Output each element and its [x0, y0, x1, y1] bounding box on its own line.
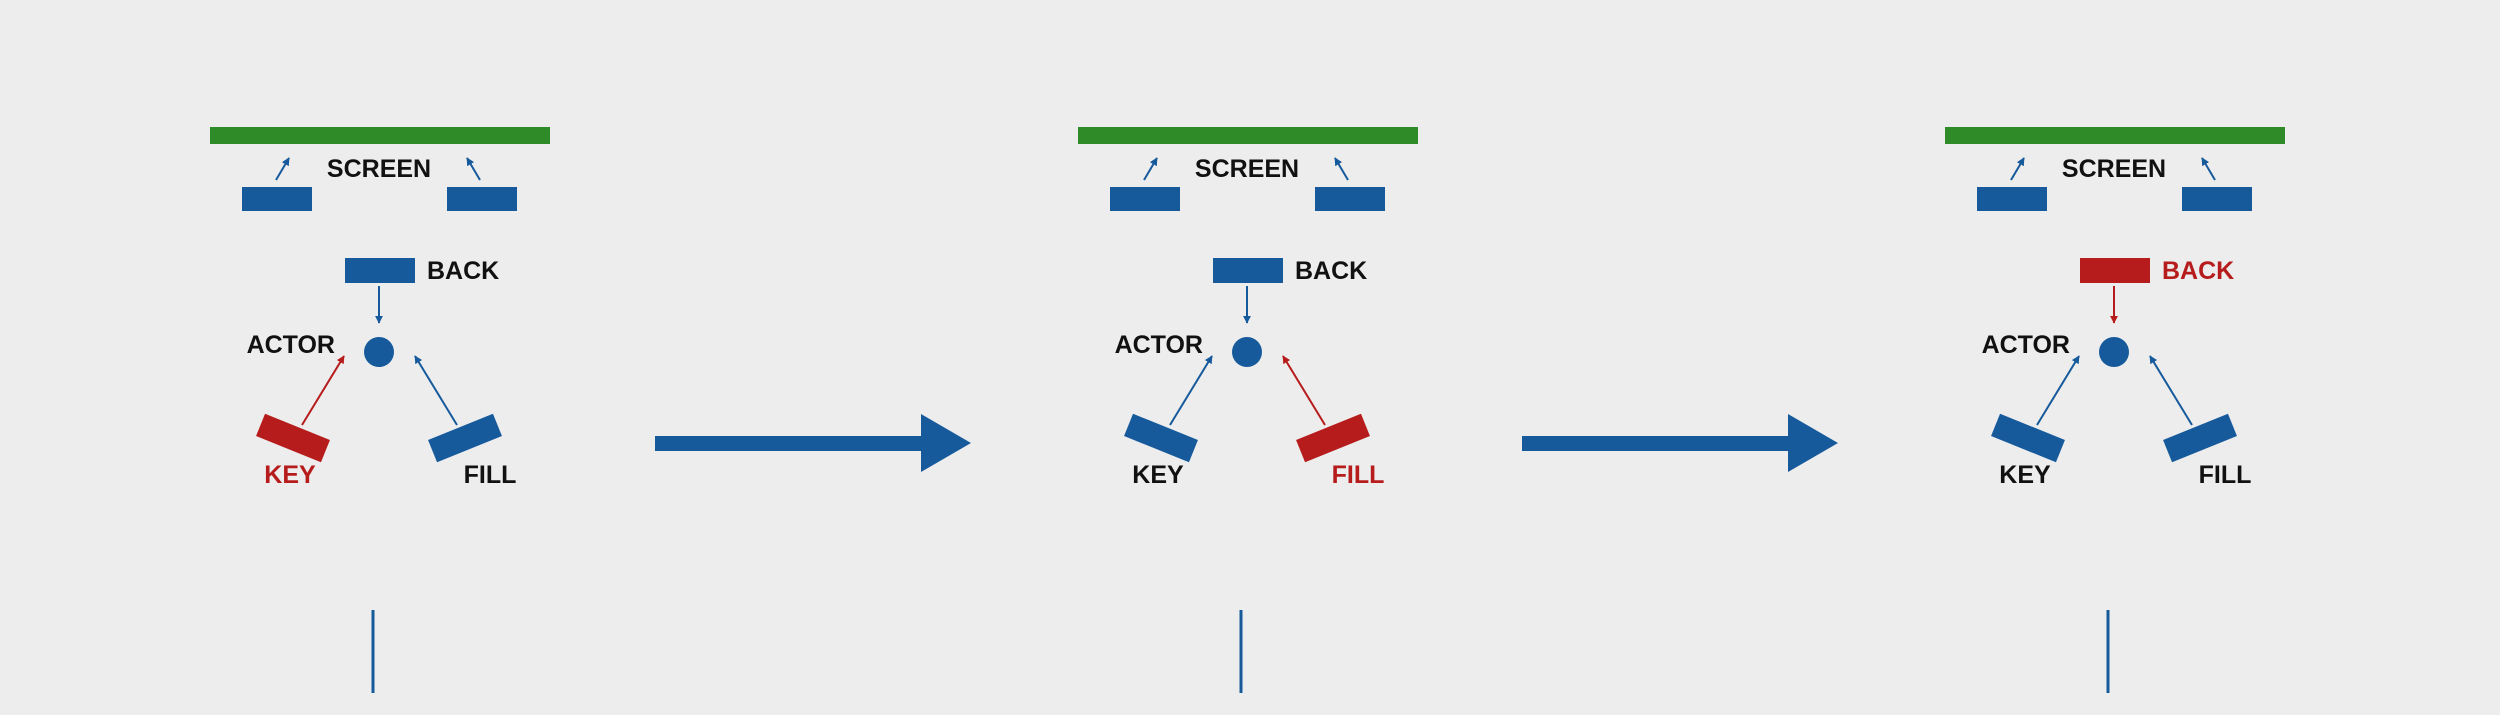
fill-light-beam — [1282, 355, 1326, 426]
back-label: BACK — [427, 257, 499, 285]
back-label: BACK — [2162, 257, 2234, 285]
actor-dot — [1232, 337, 1262, 367]
key-light — [1991, 413, 2065, 463]
screen-bar — [1078, 127, 1418, 144]
screen-light-left-beam — [275, 157, 290, 181]
fill-label: FILL — [1332, 461, 1385, 489]
screen-light-left-beam — [1143, 157, 1158, 181]
screen-bar — [1945, 127, 2285, 144]
fill-light-beam — [414, 355, 458, 426]
actor-label: ACTOR — [247, 331, 335, 359]
back-label: BACK — [1295, 257, 1367, 285]
fill-label: FILL — [464, 461, 517, 489]
screen-label: SCREEN — [2062, 155, 2166, 183]
actor-label: ACTOR — [1982, 331, 2070, 359]
back-light — [2080, 258, 2150, 283]
key-label: KEY — [1132, 461, 1184, 489]
actor-dot — [364, 337, 394, 367]
screen-bar — [210, 127, 550, 144]
screen-light-right-beam — [1334, 157, 1349, 181]
key-light-beam — [301, 355, 345, 426]
back-light — [1213, 258, 1283, 283]
screen-light-left — [242, 187, 312, 211]
fill-label: FILL — [2199, 461, 2252, 489]
actor-label: ACTOR — [1115, 331, 1203, 359]
fill-light — [1296, 413, 1370, 463]
fill-light — [428, 413, 502, 463]
panel-2: SCREEN BACK ACTOR KEY FILL — [1078, 127, 1418, 693]
panel-3: SCREEN BACK ACTOR KEY FILL — [1945, 127, 2285, 693]
screen-light-right-beam — [466, 157, 481, 181]
key-label: KEY — [264, 461, 316, 489]
key-label: KEY — [1999, 461, 2051, 489]
screen-light-right-beam — [2201, 157, 2216, 181]
screen-light-left — [1977, 187, 2047, 211]
panel-1: SCREEN BACK ACTOR KEY FILL — [210, 127, 550, 693]
screen-light-left — [1110, 187, 1180, 211]
key-light-beam — [2036, 355, 2080, 426]
screen-light-left-beam — [2010, 157, 2025, 181]
screen-light-right — [1315, 187, 1385, 211]
screen-label: SCREEN — [1195, 155, 1299, 183]
fill-light-beam — [2149, 355, 2193, 426]
key-light — [1124, 413, 1198, 463]
screen-light-right — [2182, 187, 2252, 211]
right-arrow-icon — [655, 414, 971, 472]
fill-light — [2163, 413, 2237, 463]
key-light — [256, 413, 330, 463]
key-light-beam — [1169, 355, 1213, 426]
back-light — [345, 258, 415, 283]
screen-light-right — [447, 187, 517, 211]
actor-dot — [2099, 337, 2129, 367]
right-arrow-icon — [1522, 414, 1838, 472]
screen-label: SCREEN — [327, 155, 431, 183]
